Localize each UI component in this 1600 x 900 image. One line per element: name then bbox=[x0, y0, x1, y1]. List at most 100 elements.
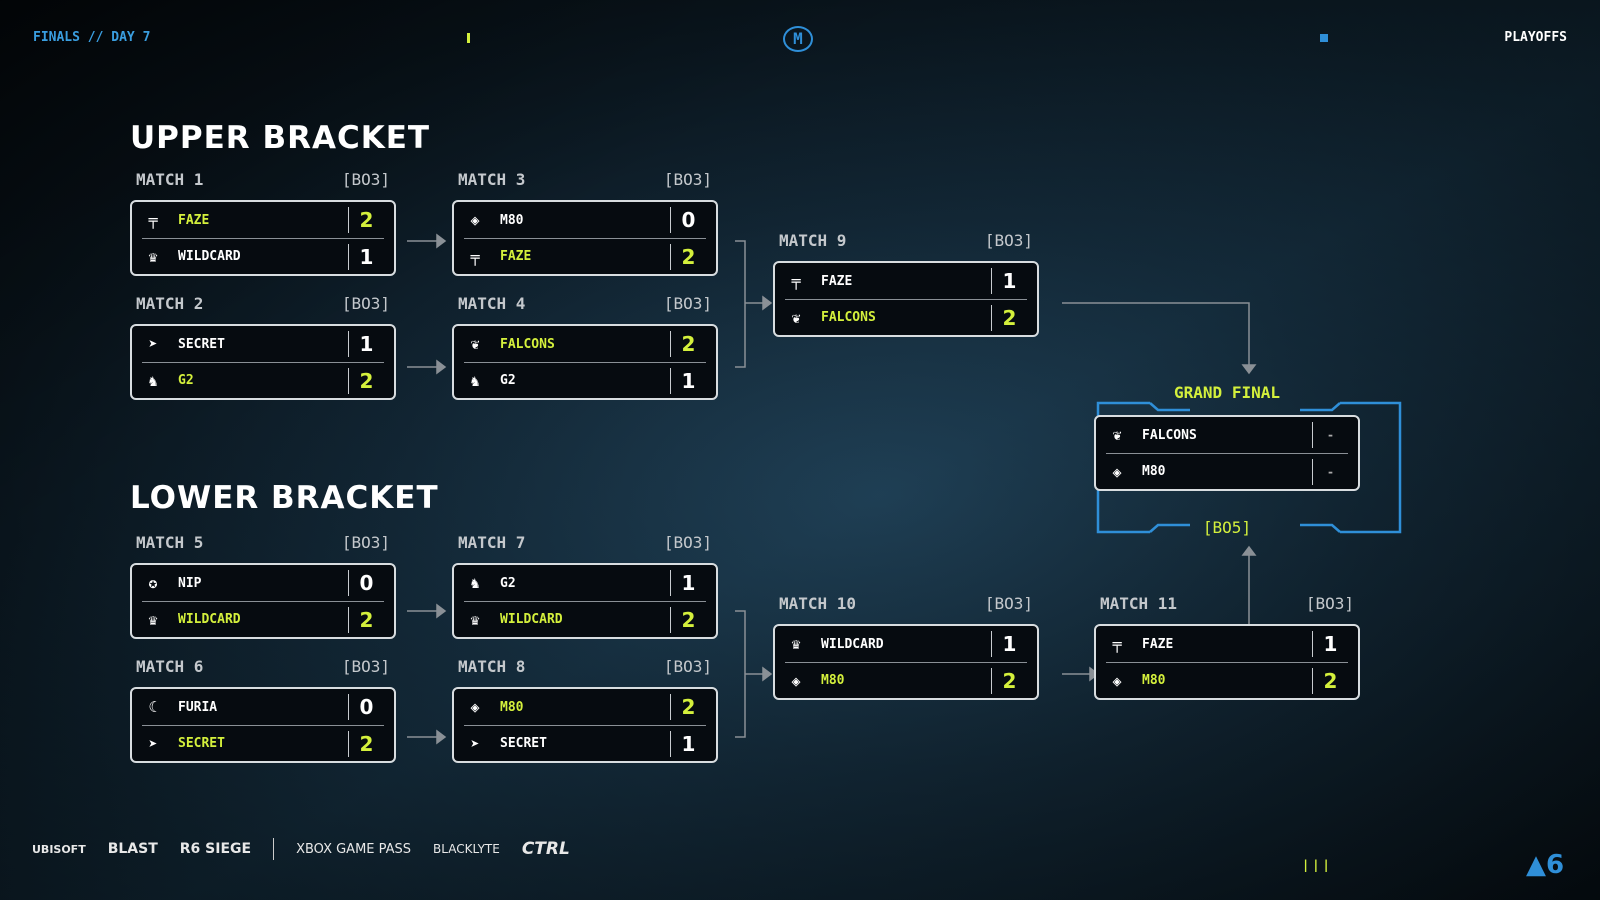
match-format: [BO3] bbox=[984, 594, 1033, 613]
falcons-icon: ❦ bbox=[470, 335, 480, 353]
match-format: [BO3] bbox=[341, 170, 390, 189]
team-name: FALCONS bbox=[821, 310, 876, 325]
team-score: 0 bbox=[348, 694, 384, 720]
furia-icon: ☾ bbox=[148, 698, 158, 716]
team-name: G2 bbox=[500, 373, 516, 388]
match-label: MATCH 10 bbox=[779, 594, 857, 613]
team-score: 1 bbox=[1312, 631, 1348, 657]
secret-icon: ➤ bbox=[148, 734, 158, 753]
upper-bracket-title: UPPER BRACKET bbox=[130, 120, 431, 156]
g2-icon: ♞ bbox=[148, 371, 158, 390]
match-format: [BO3] bbox=[663, 294, 712, 313]
team-name: FAZE bbox=[1142, 636, 1174, 652]
m80-icon: ◈ bbox=[1112, 671, 1122, 690]
grand-final-format: [BO5] bbox=[1202, 518, 1252, 537]
faze-icon: ╤ bbox=[791, 272, 801, 290]
match-label: MATCH 7 bbox=[458, 533, 526, 552]
team-name: SECRET bbox=[178, 336, 225, 352]
match-format: [BO3] bbox=[984, 231, 1033, 250]
team-score: 2 bbox=[670, 606, 706, 633]
secret-icon: ➤ bbox=[470, 734, 480, 753]
team-score: 2 bbox=[991, 304, 1027, 331]
team-name: WILDCARD bbox=[178, 249, 241, 264]
match-header: MATCH 5[BO3] bbox=[130, 533, 396, 563]
divider bbox=[273, 838, 275, 860]
sponsor-ctrl: CTRL bbox=[521, 839, 570, 859]
team-score: 1 bbox=[348, 331, 384, 357]
team-name: M80 bbox=[1142, 464, 1166, 479]
match-format: [BO3] bbox=[1305, 594, 1354, 613]
sponsor-ubisoft: UBISOFT bbox=[32, 842, 86, 856]
match-gf[interactable]: ❦FALCONS-◈M80- bbox=[1094, 385, 1360, 491]
match-label: MATCH 4 bbox=[458, 294, 526, 313]
team-name: NIP bbox=[178, 575, 202, 591]
faze-icon: ╤ bbox=[1112, 635, 1122, 653]
match-header: MATCH 6[BO3] bbox=[130, 657, 396, 687]
nip-icon: ✪ bbox=[148, 574, 158, 592]
match-header: MATCH 3[BO3] bbox=[452, 170, 718, 200]
team-score: 2 bbox=[670, 243, 706, 270]
team-name: WILDCARD bbox=[821, 636, 884, 652]
team-row[interactable]: ╤ FAZE 1 bbox=[1106, 626, 1348, 662]
match-header: MATCH 11[BO3] bbox=[1094, 594, 1360, 624]
team-row[interactable]: ◈M80- bbox=[1106, 453, 1348, 489]
match-format: [BO3] bbox=[663, 657, 712, 676]
team-name: FAZE bbox=[500, 249, 532, 264]
match-label: MATCH 3 bbox=[458, 170, 526, 189]
g2-icon: ♞ bbox=[470, 371, 480, 390]
sponsor-blast: BLAST bbox=[107, 841, 158, 857]
match-header: MATCH 10 [BO3] bbox=[773, 594, 1039, 624]
match-card[interactable]: ❦FALCONS-◈M80- bbox=[1094, 415, 1360, 491]
match-header: MATCH 8[BO3] bbox=[452, 657, 718, 687]
team-name: FAZE bbox=[178, 212, 210, 228]
team-name: G2 bbox=[178, 373, 194, 388]
team-row[interactable]: ❦FALCONS- bbox=[1106, 417, 1348, 453]
wildcard-icon: ♛ bbox=[148, 247, 158, 266]
sponsor-blacklyte: BLACKLYTE bbox=[433, 842, 500, 856]
accent-marker bbox=[467, 33, 470, 43]
